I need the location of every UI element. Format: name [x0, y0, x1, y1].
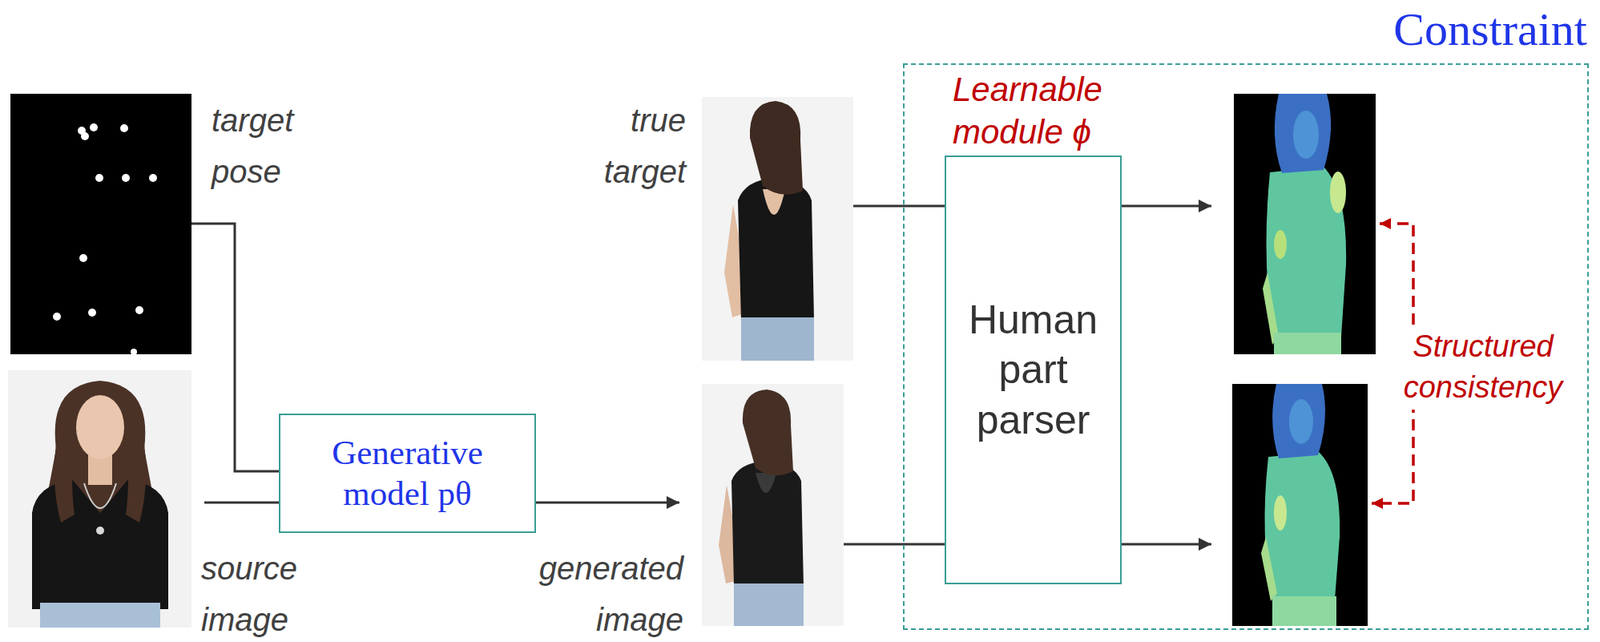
image-panel: generated image	[701, 383, 844, 626]
process-box: Learnable module ϕHuman part parser	[944, 155, 1122, 585]
parsing-map	[1233, 93, 1376, 355]
shirt	[32, 479, 169, 609]
pendant	[96, 526, 105, 535]
caption: source image	[201, 542, 338, 642]
target-photo	[701, 96, 854, 361]
caption: generated image	[523, 542, 684, 642]
face-part	[1293, 110, 1319, 159]
map-ground	[1232, 383, 1368, 626]
edge-note: Structured consistency	[1391, 324, 1575, 410]
hair-part	[1272, 383, 1326, 459]
photo-ground	[701, 383, 844, 626]
jeans	[40, 602, 161, 628]
face	[76, 394, 125, 460]
source-photo	[8, 370, 192, 628]
image-panel: target pose	[10, 93, 192, 355]
connector	[853, 205, 945, 208]
region-title: Constraint	[1393, 4, 1588, 56]
hair	[742, 389, 794, 476]
photo-ground	[8, 370, 192, 628]
map-ground	[1233, 93, 1376, 355]
jeans	[733, 583, 804, 626]
process-box: Generative model pθ	[278, 413, 537, 533]
image-panel: true target	[701, 96, 854, 361]
generated-photo	[701, 383, 844, 626]
photo-ground	[701, 96, 854, 361]
keypoints	[52, 123, 158, 355]
legs-part	[1273, 332, 1342, 355]
face-part	[1289, 398, 1314, 444]
jeans	[741, 317, 815, 361]
back-cutout	[755, 472, 777, 493]
module-heading: Learnable module ϕ	[952, 68, 1145, 154]
legs-part	[1272, 596, 1337, 626]
output-arrow	[1121, 543, 1212, 546]
arm-part	[1329, 171, 1347, 214]
connector	[536, 501, 680, 504]
parsing-map	[1232, 383, 1368, 626]
box-label: Human part parser	[954, 294, 1113, 446]
hair-lock	[123, 432, 146, 523]
output-arrow	[1121, 205, 1212, 208]
arm-part	[1261, 536, 1278, 601]
shirt	[731, 460, 804, 587]
pose-map	[10, 93, 192, 355]
box-label: Generative model pθ	[288, 431, 527, 515]
body-part	[1265, 451, 1341, 600]
pose-ground	[10, 93, 192, 355]
arm-part	[1273, 495, 1287, 531]
connector	[204, 501, 279, 504]
caption: true target	[549, 94, 686, 198]
hair-lock	[54, 432, 77, 523]
shirt	[737, 177, 815, 321]
body-part	[1266, 166, 1347, 337]
hair	[749, 100, 803, 195]
hair-part	[1274, 93, 1331, 174]
connector	[191, 223, 279, 472]
image-panel: source image	[8, 370, 192, 628]
caption: target pose	[211, 94, 348, 198]
arm-part	[1273, 229, 1287, 259]
necklace	[84, 483, 117, 508]
connector	[843, 543, 945, 546]
